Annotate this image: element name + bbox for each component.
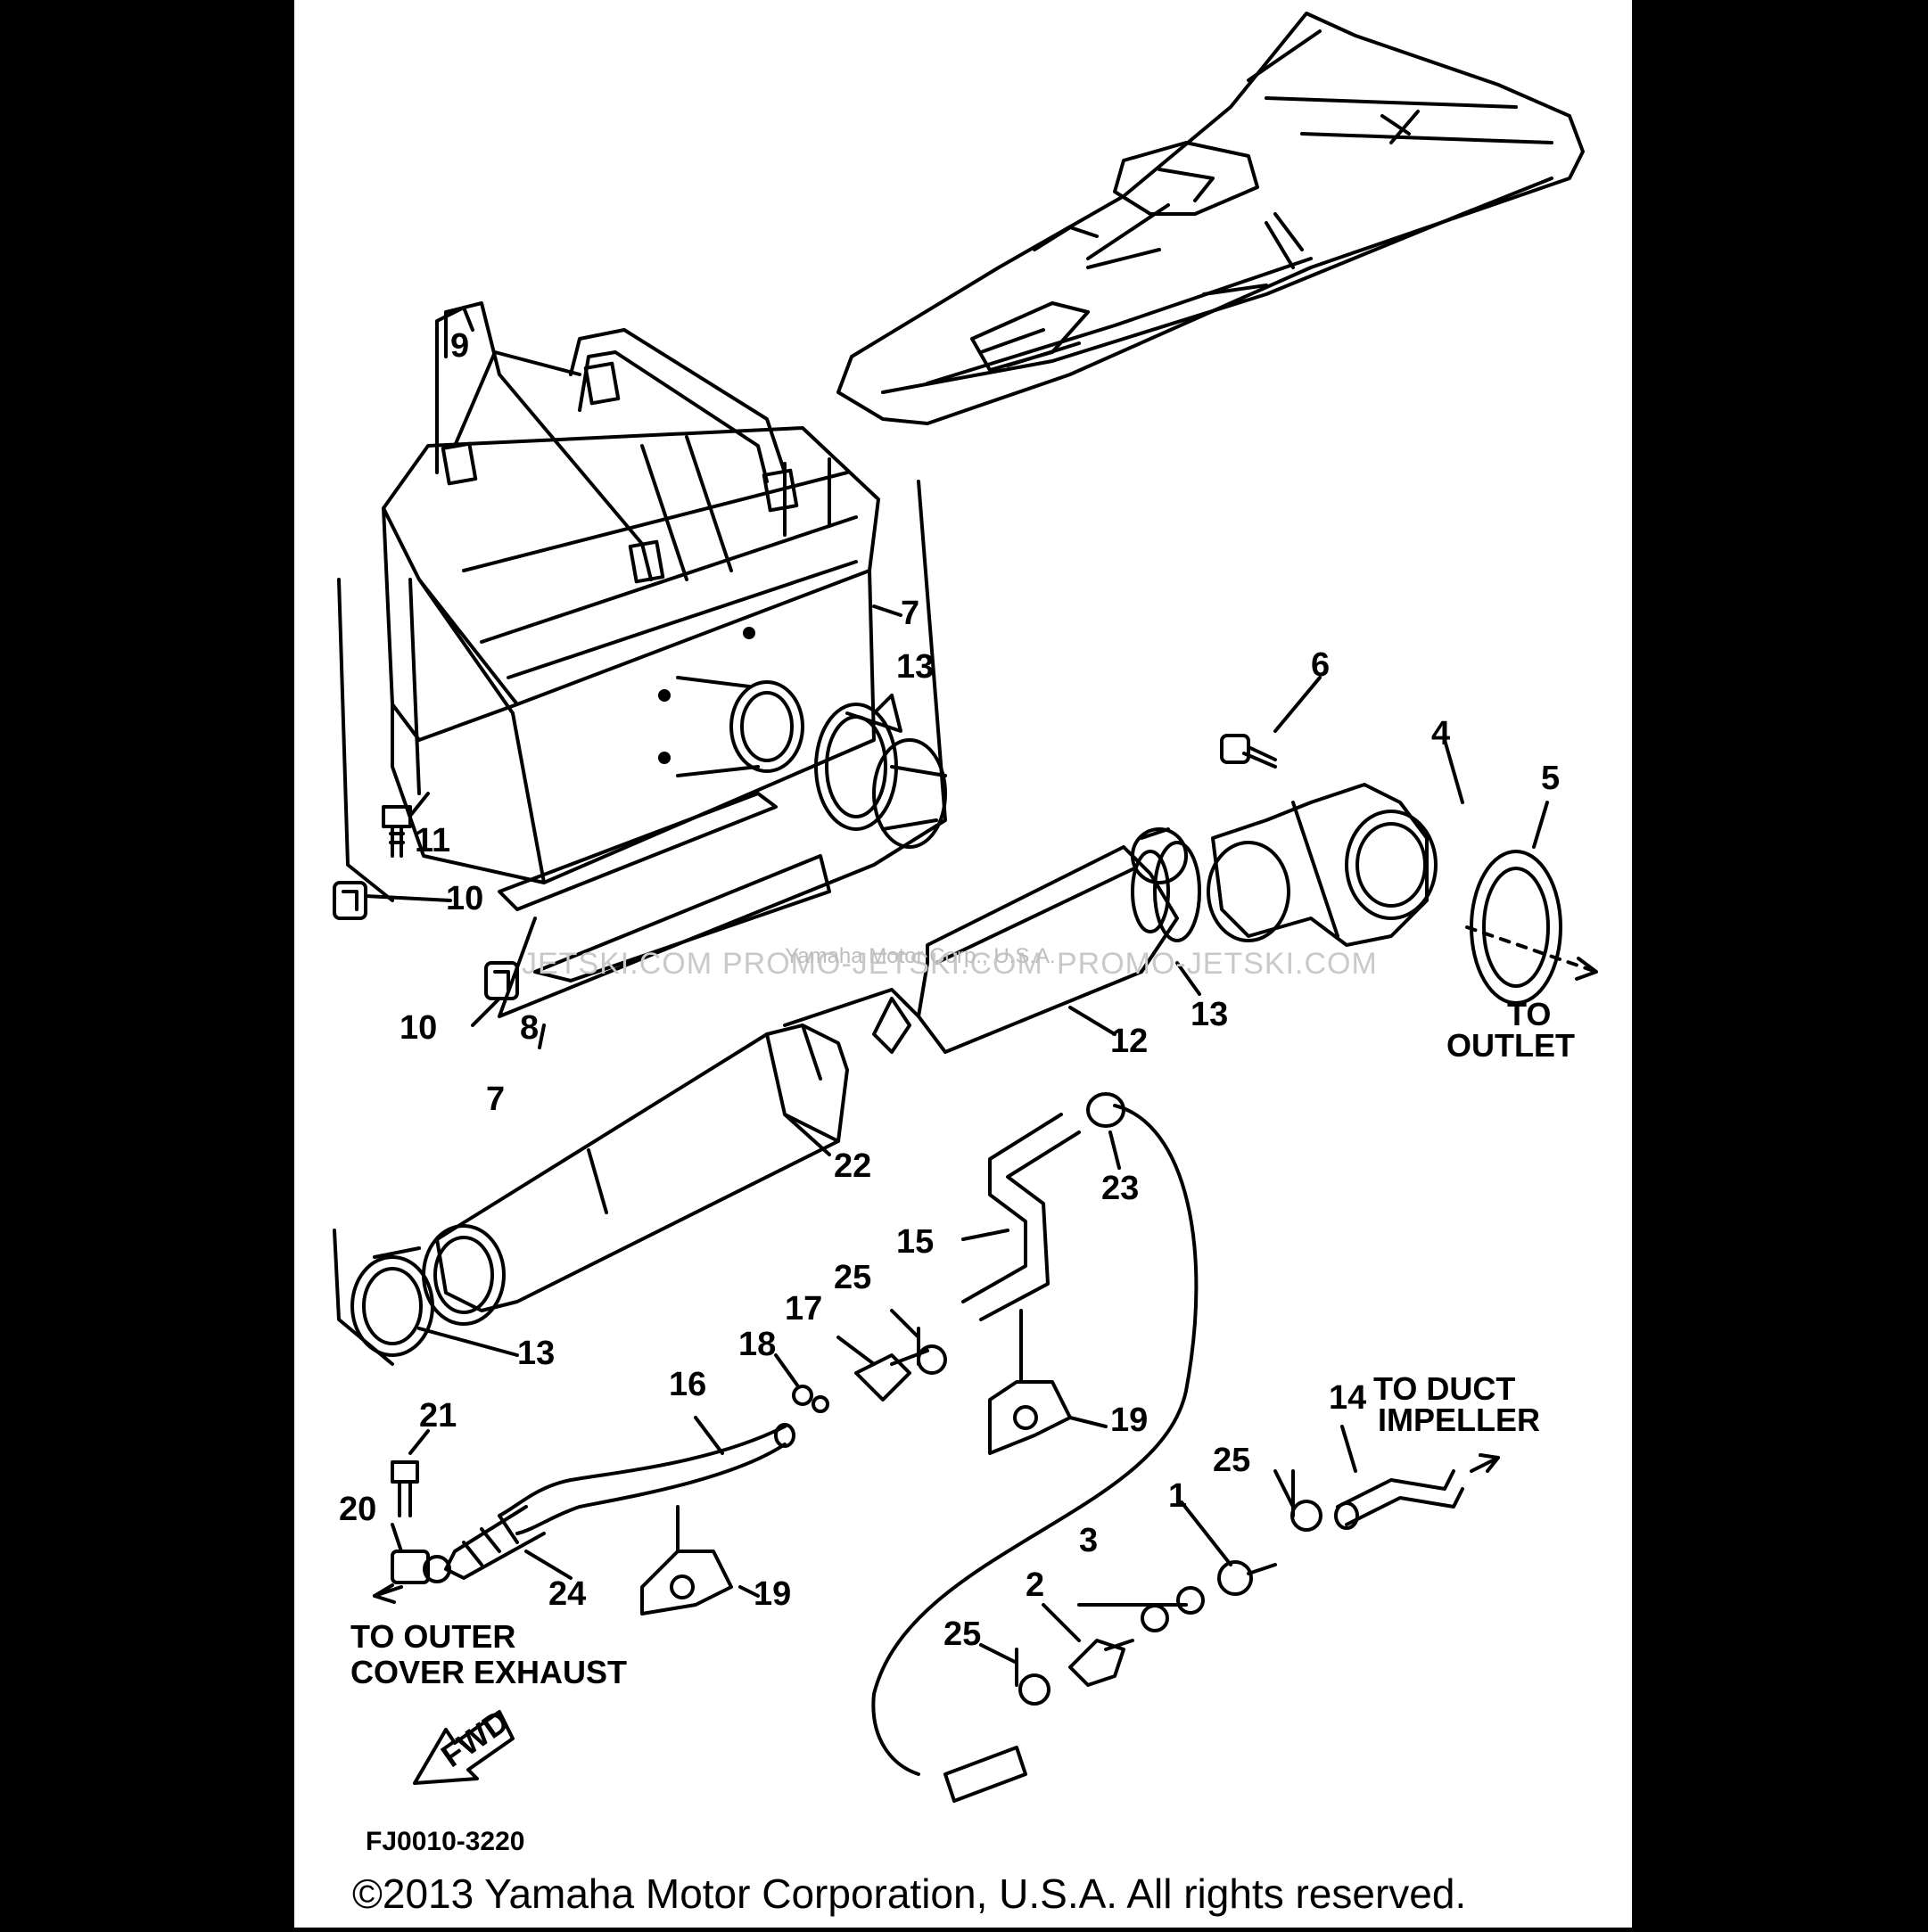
- water-hose-loop: [871, 1104, 1199, 1776]
- drawing-code: FJ0010-3220: [366, 1827, 524, 1856]
- hose-clamp-13-upper: [814, 694, 947, 849]
- callout-1: 1: [1168, 1477, 1187, 1515]
- callout-19-lower: 19: [754, 1575, 791, 1613]
- callout-10-upper: 10: [446, 880, 483, 917]
- bracket-clip-10-lower: [484, 961, 519, 1000]
- callout-25-right: 25: [1213, 1442, 1250, 1479]
- watercraft-hull-illustration: [836, 12, 1585, 425]
- outlet-elbow-4: [1207, 783, 1438, 947]
- clamp-25-lower: [1015, 1648, 1051, 1706]
- callout-22: 22: [834, 1147, 871, 1185]
- watermark-promo-right: PROMO-JETSKI.COM: [1057, 947, 1378, 981]
- muffler-22: [422, 988, 920, 1326]
- hose-15: [961, 1113, 1081, 1321]
- hose-end-lower: [943, 1746, 1027, 1803]
- muffler-frame-line: [333, 1229, 394, 1366]
- callout-4: 4: [1431, 715, 1450, 752]
- callout-21: 21: [419, 1397, 457, 1435]
- arrow-head-duct: [1479, 1453, 1500, 1473]
- fwd-arrow: [413, 1710, 515, 1785]
- callout-10-lower: 10: [400, 1009, 437, 1047]
- fitting-1: [1217, 1560, 1277, 1596]
- fitting-2: [1068, 1639, 1134, 1687]
- note-to-outer-line1: TO OUTER: [350, 1618, 515, 1655]
- callout-15: 15: [896, 1223, 934, 1261]
- callout-7-right: 7: [901, 595, 919, 632]
- leader-lines: [364, 350, 1549, 1665]
- bolt-21: [391, 1460, 419, 1517]
- callout-12: 12: [1110, 1023, 1148, 1060]
- callout-17: 17: [785, 1290, 822, 1328]
- callout-13-lower: 13: [517, 1335, 555, 1372]
- callout-13-box: 13: [896, 648, 934, 686]
- hose-16: [498, 1423, 795, 1535]
- flex-hose-24: [444, 1505, 546, 1580]
- arrow-to-duct-impeller: [1470, 1456, 1500, 1473]
- callout-9: 9: [450, 327, 469, 365]
- hose-clamp-13-mid: [1131, 827, 1201, 942]
- callout-6: 6: [1311, 646, 1330, 684]
- exhaust-pipe-12: [917, 845, 1179, 1054]
- watermark-promo-left: PROMO-JETSKI.COM: [722, 947, 1043, 981]
- clamp-25-upper: [917, 1327, 947, 1375]
- callout-3: 3: [1079, 1522, 1098, 1559]
- callout-labels: 9 7 13 6 4 5 11 10 10 8 7 12 13 22 23 15…: [339, 327, 1560, 1653]
- bolt-6: [1220, 734, 1277, 769]
- callout-2: 2: [1026, 1566, 1044, 1604]
- hose-14: [1334, 1469, 1464, 1530]
- watermark-layer: JETSKI.COM PROMO-JETSKI.COM PROMO-JETSKI…: [522, 944, 1378, 981]
- callout-16: 16: [669, 1366, 706, 1403]
- note-to-duct-line1: TO DUCT: [1373, 1370, 1515, 1407]
- watermark-faint: Yamaha Motor Corp., U.S.A.: [785, 944, 1056, 968]
- callout-25-lower: 25: [943, 1615, 981, 1653]
- callout-14: 14: [1329, 1379, 1366, 1417]
- bracket-clip-10-upper: [333, 881, 367, 920]
- outlet-guide-line: [1465, 925, 1598, 974]
- arrow-to-outlet: [1575, 957, 1598, 981]
- hose-clamp-13-lower: [350, 1246, 434, 1357]
- callout-5: 5: [1541, 760, 1560, 797]
- callout-19-upper: 19: [1110, 1402, 1148, 1439]
- battery-box-assembly: [337, 301, 947, 1018]
- note-to-outlet-line1: TO: [1507, 996, 1551, 1032]
- callout-8: 8: [520, 1009, 539, 1047]
- arrow-head-outer: [373, 1583, 396, 1604]
- bracket-20: [391, 1550, 451, 1584]
- callout-18: 18: [738, 1326, 776, 1363]
- note-to-outlet-line2: OUTLET: [1446, 1027, 1575, 1064]
- callout-13-mid: 13: [1191, 996, 1228, 1033]
- note-to-duct-line2: IMPELLER: [1378, 1402, 1540, 1438]
- callout-25-upper: 25: [834, 1259, 871, 1296]
- oring-18: [792, 1385, 829, 1413]
- callout-20: 20: [339, 1491, 376, 1528]
- watermark-jetski: JETSKI.COM: [522, 947, 713, 981]
- callout-11: 11: [415, 822, 450, 859]
- copyright-notice: ©2013 Yamaha Motor Corporation, U.S.A. A…: [352, 1870, 1466, 1917]
- callout-24: 24: [548, 1575, 586, 1613]
- callout-7-lower: 7: [486, 1081, 505, 1118]
- callout-23: 23: [1101, 1170, 1139, 1207]
- note-to-outer-line2: COVER EXHAUST: [350, 1654, 627, 1690]
